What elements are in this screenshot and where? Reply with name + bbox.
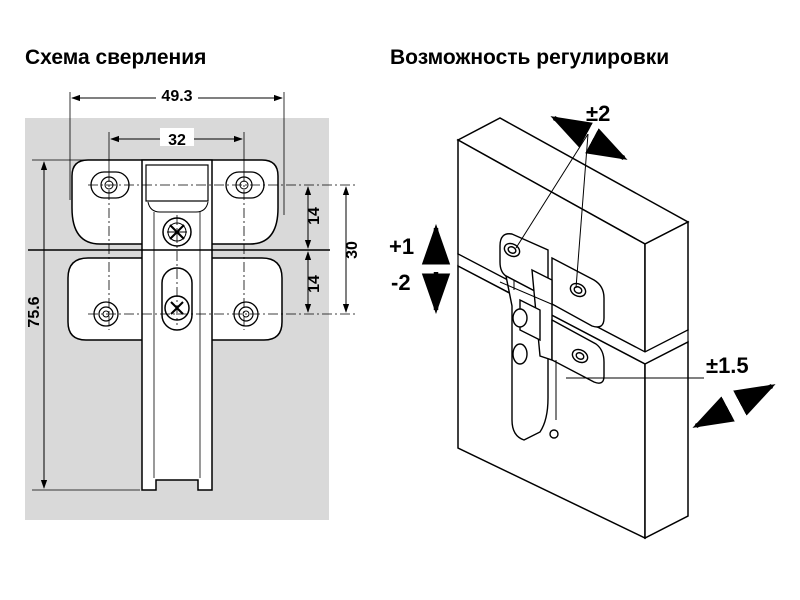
adjustment-title: Возможность регулировки	[390, 46, 670, 69]
depth-adjustment-label: ±2	[586, 101, 610, 126]
adjustment-diagram: ±2 +1 -2 ±1.5	[389, 101, 776, 540]
dimension-height-total: 75.6	[26, 296, 43, 327]
height-up-label: +1	[389, 234, 414, 259]
dimension-width-outer: 49.3	[161, 88, 192, 105]
dimension-lower: 14	[306, 275, 323, 293]
height-down-label: -2	[391, 270, 411, 295]
side-adjustment-label: ±1.5	[706, 353, 749, 378]
lower-panel-side	[644, 340, 689, 540]
dimension-vertical-span: 30	[344, 241, 361, 259]
side-arrows	[692, 384, 776, 428]
dimension-width-inner: 32	[168, 132, 186, 149]
dimension-upper: 14	[306, 207, 323, 225]
drilling-scheme: 49.3 32 75.6 14 14 30	[25, 84, 361, 520]
hinge-top-block	[145, 164, 209, 202]
hinge-mechanism	[499, 233, 605, 441]
depth-arrows	[550, 116, 628, 160]
upper-panel-side	[644, 220, 689, 354]
drilling-scheme-title: Схема сверления	[25, 46, 207, 69]
